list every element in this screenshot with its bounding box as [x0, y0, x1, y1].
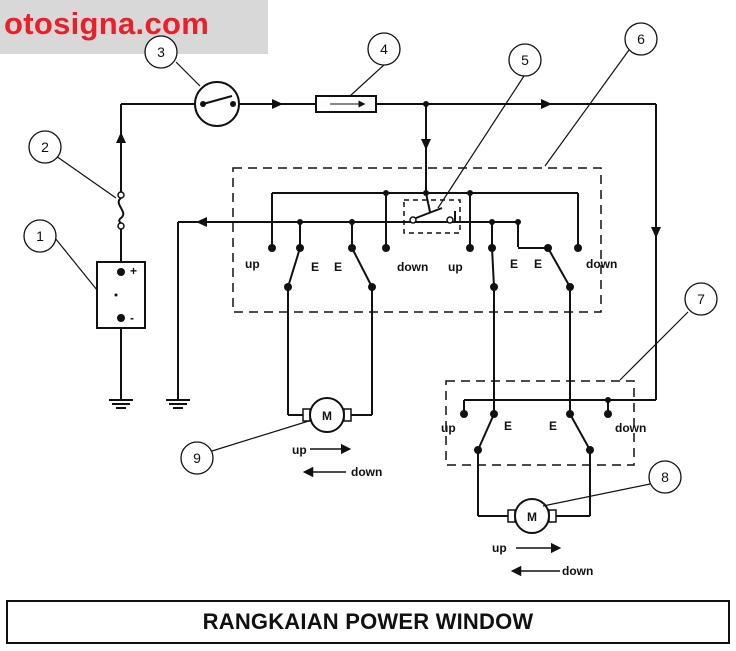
callout-3: 3	[157, 44, 165, 60]
motor-8: M	[507, 498, 557, 534]
diagram-caption-box: RANGKAIAN POWER WINDOW	[6, 600, 730, 644]
label-motor8-up: up	[492, 541, 507, 555]
label-motor8-down: down	[562, 564, 593, 578]
battery-plus: +	[130, 264, 137, 278]
callout-5: 5	[521, 52, 529, 68]
lock-switch-box	[403, 199, 461, 234]
label-down-door: down	[615, 421, 646, 435]
label-up-main-right: up	[448, 260, 463, 274]
callouts: 1 2 3 4 5 6 7 8 9	[23, 22, 718, 494]
label-down-main-right: down	[586, 257, 617, 271]
motor-8-label: M	[527, 510, 537, 524]
callout-7: 7	[697, 291, 705, 307]
watermark-background	[0, 0, 268, 54]
label-e1-door: E	[504, 419, 512, 433]
callout-6: 6	[637, 31, 645, 47]
main-switch-box	[232, 167, 602, 313]
callout-4: 4	[380, 41, 388, 57]
callout-1: 1	[36, 228, 44, 244]
label-up-main-left: up	[245, 257, 260, 271]
label-e2-door: E	[549, 419, 557, 433]
main-switch-3	[194, 81, 240, 127]
callout-9: 9	[193, 450, 201, 466]
battery-minus: -	[130, 311, 134, 325]
label-e2-main-right: E	[534, 257, 542, 271]
motor-9-label: M	[322, 409, 332, 423]
ground-symbols	[109, 399, 190, 409]
switch-labels: up E E down up E E down up E E down up d…	[245, 257, 646, 578]
diagram-caption: RANGKAIAN POWER WINDOW	[202, 609, 534, 634]
callout-2: 2	[41, 139, 49, 155]
label-motor9-up: up	[292, 443, 307, 457]
lock-switch	[409, 192, 454, 224]
label-down-main-left: down	[397, 260, 428, 274]
door-switch-box	[445, 380, 635, 466]
callout-leaders	[54, 49, 689, 507]
label-motor9-down: down	[351, 465, 382, 479]
label-e1-main-left: E	[311, 260, 319, 274]
callout-8: 8	[661, 469, 669, 485]
watermark-text: otosigna.com	[4, 6, 210, 41]
watermark-overlay	[0, 0, 268, 54]
label-e2-main-left: E	[334, 260, 342, 274]
flow-arrows	[116, 99, 661, 238]
terminals	[268, 101, 612, 454]
motor-direction-arrows	[302, 443, 562, 577]
fuse	[117, 191, 125, 230]
label-e1-main-right: E	[510, 257, 518, 271]
label-up-door: up	[441, 421, 456, 435]
motor-9: M	[302, 397, 352, 433]
battery: + -	[96, 261, 146, 329]
